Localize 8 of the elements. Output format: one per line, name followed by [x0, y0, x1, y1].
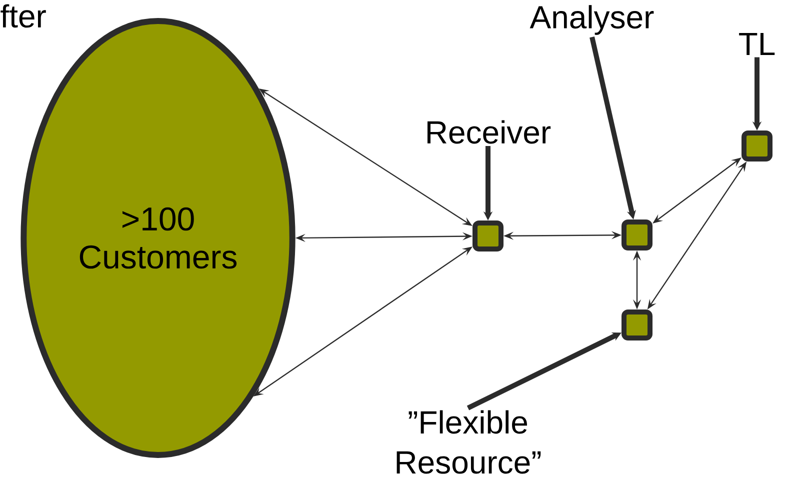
label-text: Analyser	[530, 5, 654, 35]
square-node	[472, 220, 504, 252]
label-text: ”Flexible Resource”	[396, 410, 541, 474]
label-text: Receiver	[428, 120, 551, 144]
square-node	[622, 220, 652, 250]
square-node	[742, 130, 772, 162]
square-node	[622, 310, 652, 340]
label-text: TL	[739, 33, 775, 55]
